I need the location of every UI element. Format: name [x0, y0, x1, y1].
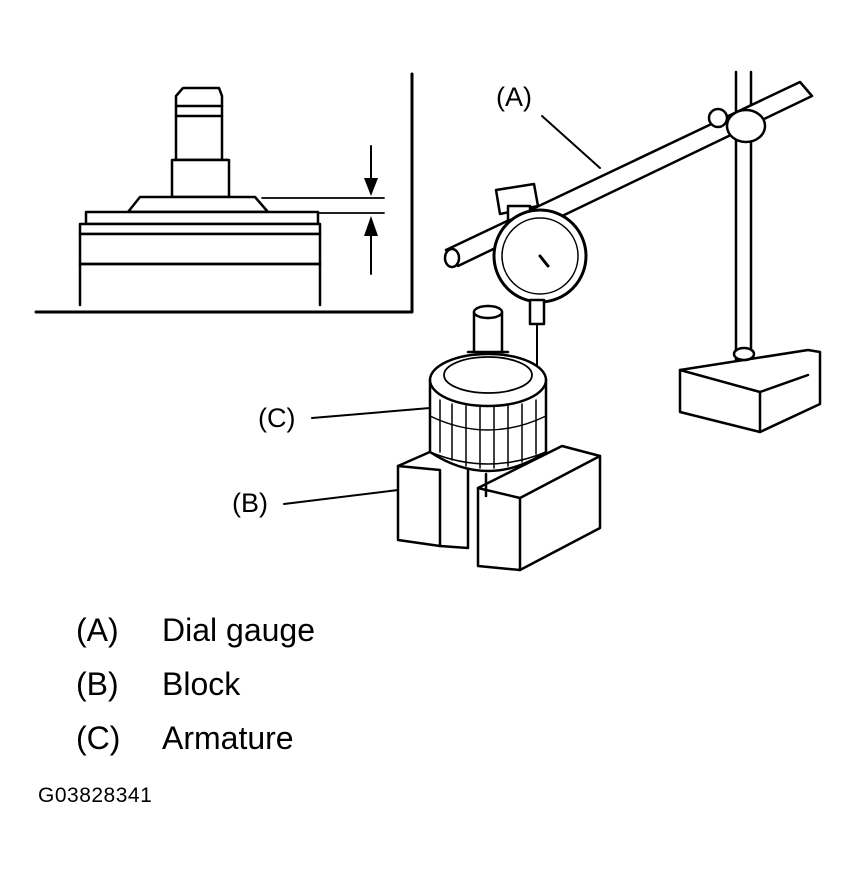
legend-text: Dial gauge	[162, 612, 315, 648]
callout-b: (B)	[232, 488, 268, 518]
legend-letter: (C)	[76, 720, 121, 756]
figure-code: G03828341	[38, 784, 153, 807]
callout-c: (C)	[258, 403, 295, 433]
inset-detail	[34, 72, 414, 314]
dial-gauge	[492, 182, 588, 366]
legend-text: Block	[162, 666, 241, 702]
callout-a: (A)	[496, 82, 532, 112]
armature	[428, 304, 548, 498]
v-blocks	[396, 442, 602, 572]
leader-lines	[283, 115, 601, 505]
legend-letter: (A)	[76, 612, 119, 648]
legend-letter: (B)	[76, 666, 119, 702]
legend-text: Armature	[162, 720, 294, 756]
